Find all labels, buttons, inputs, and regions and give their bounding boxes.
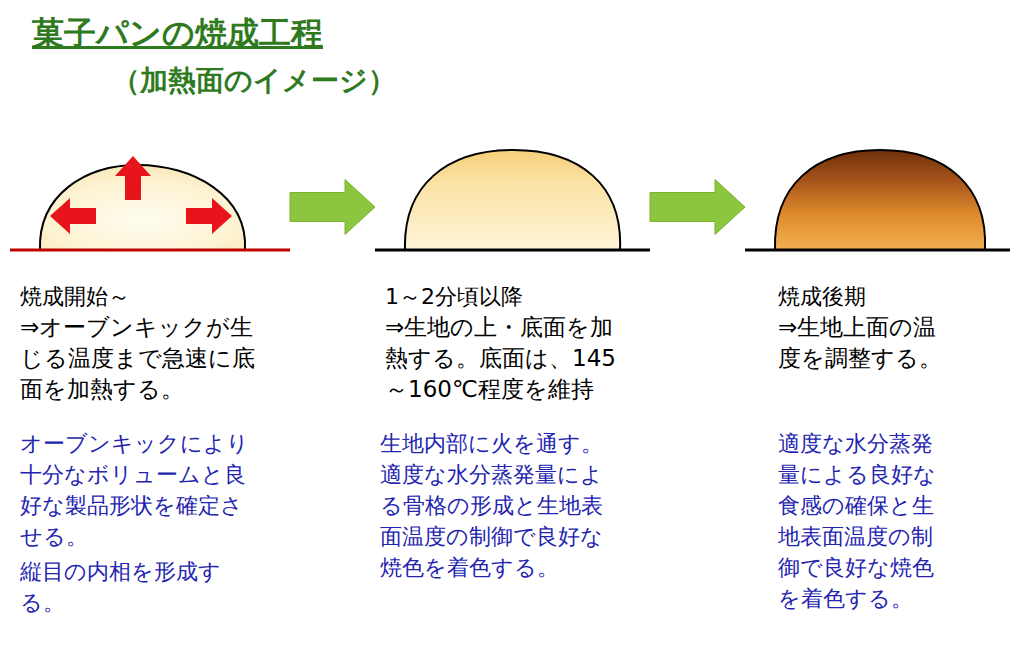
process-arrow [650,180,745,235]
stage-effect-note: 生地内部に火を通す。 [380,428,615,459]
stage-heading: 焼成開始～ [20,282,280,312]
bread-stage: 焼成後期⇒生地上面の温度を調整する。適度な水分蒸発量による良好な食感の確保と生地… [745,140,1010,252]
baking-plate-line [10,249,290,252]
bread-illustration [375,140,650,252]
baking-plate-line [375,249,650,252]
heat-arrow-left [50,198,96,234]
bread-illustration [745,140,1010,252]
bread-stage: 焼成開始～⇒オーブンキックが生じる温度まで急速に底面を加熱する。オーブンキックに… [10,150,290,252]
stage-effect-note: 適度な水分蒸発量による骨格の形成と生地表面温度の制御で良好な焼色を着色する。 [380,459,615,583]
bread-dome [405,150,620,250]
bread-stage: 1～2分頃以降⇒生地の上・底面を加熱する。底面は、145～160℃程度を維持生地… [375,140,650,252]
diagram-title: 菓子パンの焼成工程 [32,12,323,56]
bread-illustration [10,150,290,252]
stage-description: ⇒生地の上・底面を加熱する。底面は、145～160℃程度を維持 [385,312,630,405]
process-arrow [290,180,375,235]
stage-heading: 焼成後期 [778,282,998,312]
stage-description: ⇒オーブンキックが生じる温度まで急速に底面を加熱する。 [20,312,265,405]
stage-description: ⇒生地上面の温度を調整する。 [778,312,953,374]
bread-dome [775,150,985,250]
heat-arrow-right [186,198,232,234]
stage-effect-note: 縦目の内相を形成する。 [20,556,255,618]
stage-effect-note: オーブンキックにより十分なボリュームと良好な製品形状を確定させる。 [20,428,255,552]
subtitle-label: （加熱面のイメージ） [112,62,396,100]
baking-plate-line [745,249,1010,252]
heat-arrow-up [115,156,151,200]
bread-dome [40,165,245,250]
stage-heading: 1～2分頃以降 [385,282,645,312]
stage-effect-note: 適度な水分蒸発量による良好な食感の確保と生地表面温度の制御で良好な焼色を着色する… [778,428,948,614]
